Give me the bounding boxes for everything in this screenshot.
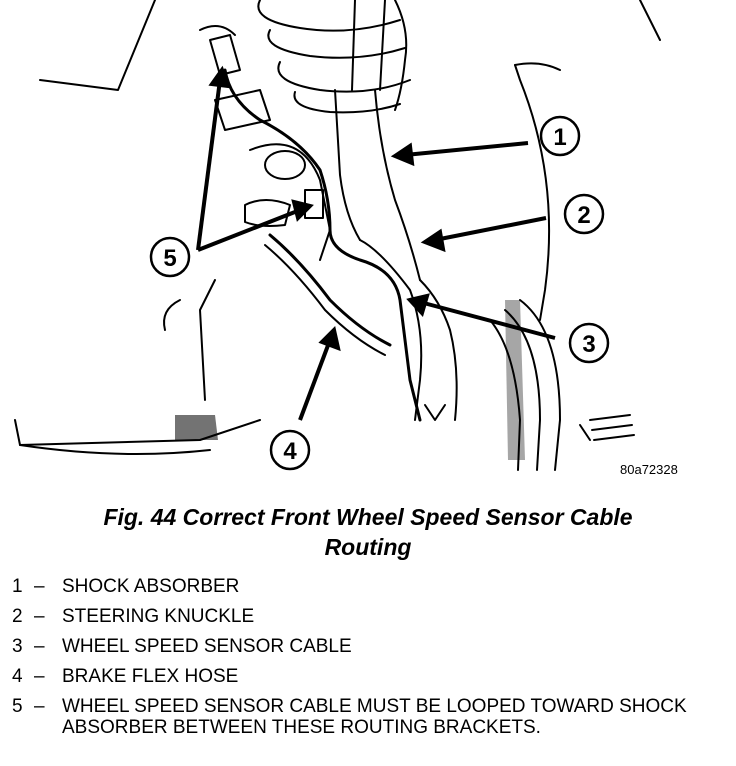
legend-text: SHOCK ABSORBER xyxy=(62,576,240,597)
caption-line-1: Fig. 44 Correct Front Wheel Speed Sensor… xyxy=(103,504,633,530)
figure-id-code: 80a72328 xyxy=(620,462,678,477)
arrow-head-3 xyxy=(406,293,430,317)
legend-item: 4 – BRAKE FLEX HOSE xyxy=(12,666,727,687)
arrow-head-5a xyxy=(208,65,232,89)
callout-3-circle xyxy=(568,322,610,364)
arrow-head-1 xyxy=(390,142,415,167)
coil-spring xyxy=(257,0,411,114)
routing-bracket-upper xyxy=(199,25,241,76)
vehicle-body-outline xyxy=(39,0,156,91)
arrow-head-5b xyxy=(291,199,314,222)
legend-number: 3 xyxy=(12,636,23,657)
legend-number: 4 xyxy=(12,666,23,687)
caption-line-2: Routing xyxy=(324,534,412,560)
legend-dash: – xyxy=(34,576,45,597)
callout-4-label: 4 xyxy=(283,438,297,465)
legend-number: 2 xyxy=(12,606,23,627)
legend-text: WHEEL SPEED SENSOR CABLE xyxy=(62,636,352,657)
callout-2-label: 2 xyxy=(577,202,590,229)
callout-4-circle xyxy=(269,429,311,471)
legend-dash: – xyxy=(34,696,45,717)
shock-absorber xyxy=(334,0,421,281)
legend-item: 3 – WHEEL SPEED SENSOR CABLE xyxy=(12,636,727,657)
callout-1-circle xyxy=(539,115,581,157)
lower-control-arm xyxy=(14,419,261,446)
legend-number: 1 xyxy=(12,576,23,597)
brake-flex-hose xyxy=(268,233,392,347)
arrow-head-4 xyxy=(318,326,341,352)
sensor-routing-illustration: 1 2 3 4 5 80a72328 xyxy=(14,0,678,477)
legend-dash: – xyxy=(34,636,45,657)
shading-areas xyxy=(175,300,525,460)
figure-caption: Fig. 44 Correct Front Wheel Speed Sensor… xyxy=(0,502,736,562)
leader-arrows xyxy=(196,65,556,421)
fender-panel xyxy=(514,64,551,321)
legend-number: 5 xyxy=(12,696,23,717)
wheel-studs xyxy=(579,414,635,441)
callout-5-label: 5 xyxy=(163,245,176,272)
brake-rotor xyxy=(489,299,561,471)
callout-legend: 1 – SHOCK ABSORBER 2 – STEERING KNUCKLE … xyxy=(12,576,727,747)
legend-item: 5 – WHEEL SPEED SENSOR CABLE MUST BE LOO… xyxy=(12,696,727,738)
legend-text: BRAKE FLEX HOSE xyxy=(62,666,239,687)
steering-knuckle xyxy=(214,89,458,421)
legend-dash: – xyxy=(34,666,45,687)
callout-1-label: 1 xyxy=(553,124,566,151)
arrow-head-2 xyxy=(420,228,446,253)
legend-item: 2 – STEERING KNUCKLE xyxy=(12,606,727,627)
wheel-speed-sensor-cable xyxy=(223,68,422,422)
callout-3-label: 3 xyxy=(582,331,595,358)
legend-text: STEERING KNUCKLE xyxy=(62,606,255,627)
legend-text: WHEEL SPEED SENSOR CABLE MUST BE LOOPED … xyxy=(62,696,687,738)
callout-2-circle xyxy=(563,193,605,235)
legend-dash: – xyxy=(34,606,45,627)
routing-bracket-lower xyxy=(244,189,324,227)
legend-item: 1 – SHOCK ABSORBER xyxy=(12,576,727,597)
callout-5-circle xyxy=(149,236,191,278)
